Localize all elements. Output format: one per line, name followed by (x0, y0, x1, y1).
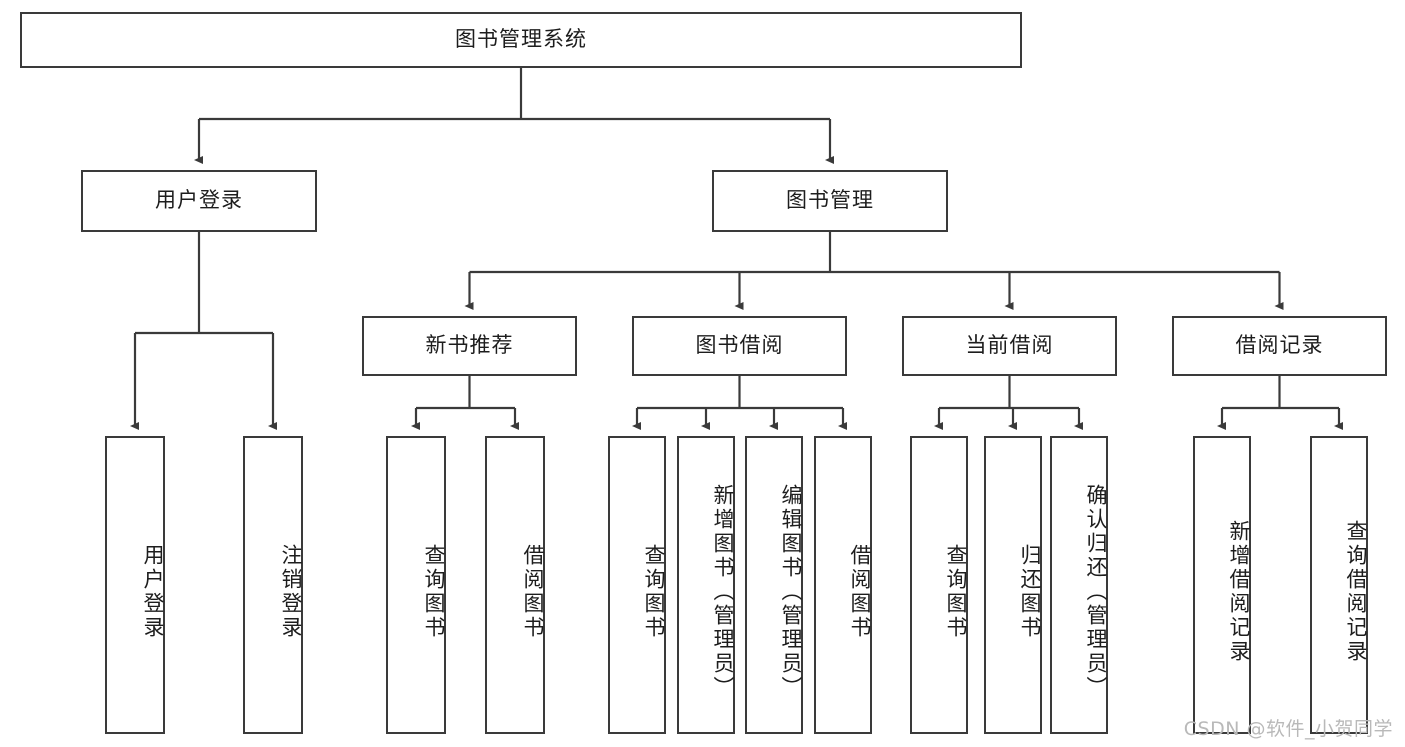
node-label: 用户登录 (155, 188, 243, 213)
node-label: 查询图书 (944, 544, 968, 640)
node-leaf-5[interactable]: 新增图书（管理员） (677, 436, 735, 734)
node-label: 新增图书（管理员） (711, 484, 735, 700)
node-level3-3[interactable]: 借阅记录 (1172, 316, 1387, 376)
node-label: 查询图书 (642, 544, 666, 640)
node-level3-2[interactable]: 当前借阅 (902, 316, 1117, 376)
node-leaf-10[interactable]: 确认归还（管理员） (1050, 436, 1108, 734)
node-label: 借阅图书 (848, 544, 872, 640)
node-leaf-11[interactable]: 新增借阅记录 (1193, 436, 1251, 734)
node-level2-0[interactable]: 用户登录 (81, 170, 317, 232)
node-leaf-3[interactable]: 借阅图书 (485, 436, 545, 734)
node-label: 当前借阅 (965, 333, 1054, 358)
node-label: 注销登录 (279, 544, 303, 640)
node-leaf-1[interactable]: 注销登录 (243, 436, 303, 734)
node-label: 图书借阅 (695, 333, 784, 358)
node-leaf-6[interactable]: 编辑图书（管理员） (745, 436, 803, 734)
node-label: 编辑图书（管理员） (779, 484, 803, 700)
node-leaf-9[interactable]: 归还图书 (984, 436, 1042, 734)
node-label: 确认归还（管理员） (1084, 484, 1108, 700)
watermark: CSDN @软件_小贺同学 (1183, 718, 1393, 740)
node-label: 用户登录 (141, 544, 165, 640)
node-label: 借阅记录 (1235, 333, 1324, 358)
node-label: 图书管理系统 (455, 27, 587, 52)
node-leaf-4[interactable]: 查询图书 (608, 436, 666, 734)
node-label: 查询借阅记录 (1344, 520, 1368, 664)
node-label: 借阅图书 (521, 544, 545, 640)
node-label: 查询图书 (422, 544, 446, 640)
node-level3-1[interactable]: 图书借阅 (632, 316, 847, 376)
node-leaf-2[interactable]: 查询图书 (386, 436, 446, 734)
node-label: 归还图书 (1018, 544, 1042, 640)
node-label: 新书推荐 (425, 333, 514, 358)
node-label: 新增借阅记录 (1227, 520, 1251, 664)
node-level3-0[interactable]: 新书推荐 (362, 316, 577, 376)
node-leaf-0[interactable]: 用户登录 (105, 436, 165, 734)
node-leaf-8[interactable]: 查询图书 (910, 436, 968, 734)
node-leaf-7[interactable]: 借阅图书 (814, 436, 872, 734)
node-label: 图书管理 (786, 188, 874, 213)
node-level2-1[interactable]: 图书管理 (712, 170, 948, 232)
node-leaf-12[interactable]: 查询借阅记录 (1310, 436, 1368, 734)
node-root[interactable]: 图书管理系统 (20, 12, 1022, 68)
